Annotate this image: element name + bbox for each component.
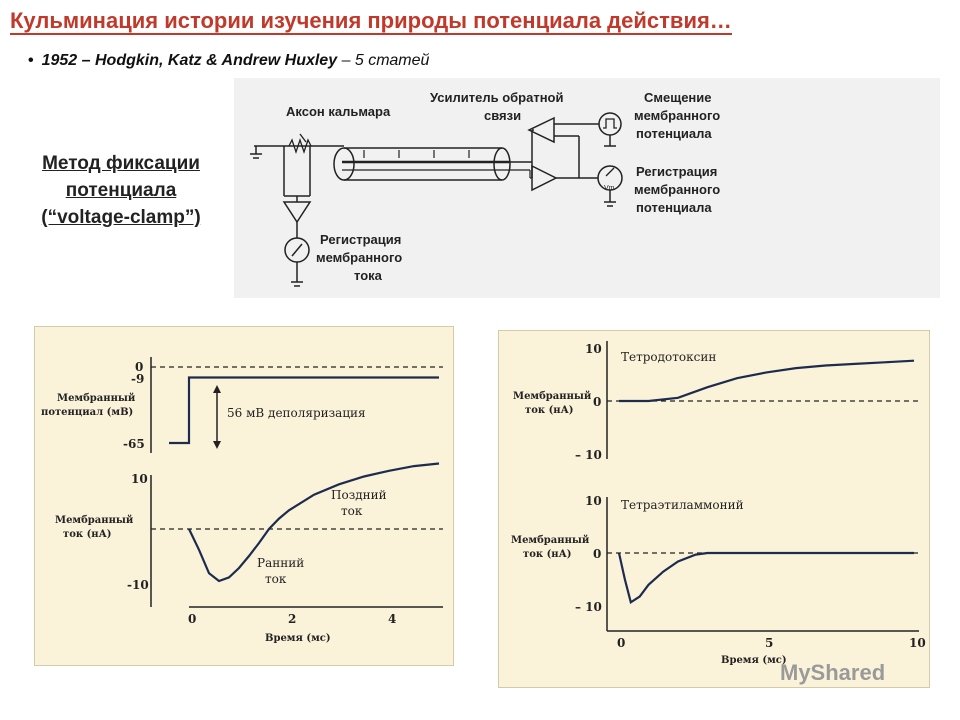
- left-chart: 0 -9 -65 Мембранный потенциал (мВ) 56 мВ…: [34, 326, 454, 666]
- voltage-clamp-diagram-panel: Аксон кальмара Усилитель обратной связи …: [234, 78, 940, 298]
- pot-tick-65: -65: [123, 437, 145, 451]
- rx-tick-5: 5: [765, 636, 773, 650]
- membrane-potential-line: [169, 376, 439, 445]
- axon-label: Аксон кальмара: [286, 104, 391, 119]
- method-line-1: Метод фиксации: [42, 153, 200, 174]
- right-chart-svg: Тетродотоксин Тетраэтиламмоний 10 0 – 10…: [511, 341, 926, 666]
- late-current-label-2: ток: [341, 504, 363, 518]
- bot-ylabel-1: Мембранный: [511, 535, 590, 546]
- early-current-label-1: Ранний: [257, 556, 304, 570]
- pot-tick-9: -9: [131, 372, 144, 386]
- tea-current-line: [617, 551, 914, 605]
- slide-title: Кульминация истории изучения природы пот…: [10, 8, 732, 35]
- cur-tick-minus10: -10: [127, 578, 149, 592]
- method-line-2: потенциала: [65, 180, 177, 201]
- method-line-3: (“voltage-clamp”): [41, 207, 201, 228]
- ttx-current-line: [619, 359, 915, 403]
- x-tick-0: 0: [188, 612, 196, 626]
- bot-tick-minus10: – 10: [575, 600, 602, 614]
- cur-ylabel-2: ток (нА): [63, 529, 112, 540]
- left-xlabel: Время (мс): [265, 633, 331, 644]
- bullet-year: 1952 –: [41, 52, 91, 69]
- top-tick-minus10: – 10: [575, 448, 602, 462]
- left-chart-svg: 0 -9 -65 Мембранный потенциал (мВ) 56 мВ…: [41, 357, 443, 644]
- reg-label-1: Регистрация: [636, 164, 717, 179]
- pot-ylabel-1: Мембранный: [57, 393, 136, 404]
- cur-tick-10: 10: [131, 472, 148, 486]
- blank-patch: [8, 284, 34, 380]
- right-xlabel: Время (мс): [721, 655, 787, 666]
- amp-label-2: связи: [484, 108, 521, 123]
- bullet-authors: Hodgkin, Katz & Andrew Huxley: [95, 52, 338, 69]
- method-label: Метод фиксации потенциала (“voltage-clam…: [12, 150, 230, 242]
- bot-tick-10: 10: [585, 494, 602, 508]
- current-label-1: Регистрация: [320, 232, 401, 247]
- bot-ylabel-2: ток (нА): [523, 549, 572, 560]
- rx-tick-0: 0: [617, 636, 625, 650]
- top-tick-0: 0: [593, 395, 601, 409]
- pot-ylabel-2: потенциал (мВ): [41, 407, 133, 418]
- bullet-tail: – 5 статей: [341, 52, 430, 69]
- bullet-item: •1952 – Hodgkin, Katz & Andrew Huxley – …: [28, 52, 430, 69]
- cur-ylabel-1: Мембранный: [55, 515, 134, 526]
- shift-label-3: потенциала: [636, 126, 712, 141]
- bot-tick-0: 0: [593, 547, 601, 561]
- top-tick-10: 10: [585, 342, 602, 356]
- voltage-clamp-schematic: Аксон кальмара Усилитель обратной связи …: [250, 90, 720, 287]
- x-tick-4: 4: [388, 612, 396, 626]
- amp-label-1: Усилитель обратной: [430, 90, 564, 105]
- reg-label-3: потенциала: [636, 200, 712, 215]
- shift-label-2: мембранного: [634, 108, 720, 123]
- vm-label: Vm: [604, 185, 615, 192]
- shift-label-1: Смещение: [644, 90, 712, 105]
- top-ylabel-1: Мембранный: [513, 391, 592, 402]
- reg-label-2: мембранного: [634, 182, 720, 197]
- right-chart: Тетродотоксин Тетраэтиламмоний 10 0 – 10…: [498, 330, 930, 688]
- early-current-label-2: ток: [265, 572, 287, 586]
- pot-tick-0: 0: [135, 360, 143, 374]
- rx-tick-10: 10: [909, 636, 926, 650]
- tea-title: Тетраэтиламмоний: [621, 498, 744, 512]
- membrane-current-line: [188, 462, 440, 583]
- late-current-label-1: Поздний: [331, 488, 387, 502]
- top-ylabel-2: ток (нА): [525, 405, 574, 416]
- ttx-title: Тетродотоксин: [621, 350, 716, 364]
- watermark: MyShared: [780, 660, 886, 685]
- current-label-2: мембранного: [316, 250, 402, 265]
- x-tick-2: 2: [288, 612, 296, 626]
- depol-label: 56 мВ деполяризация: [227, 406, 366, 420]
- current-label-3: тока: [354, 268, 383, 283]
- blank-patch: [474, 322, 498, 376]
